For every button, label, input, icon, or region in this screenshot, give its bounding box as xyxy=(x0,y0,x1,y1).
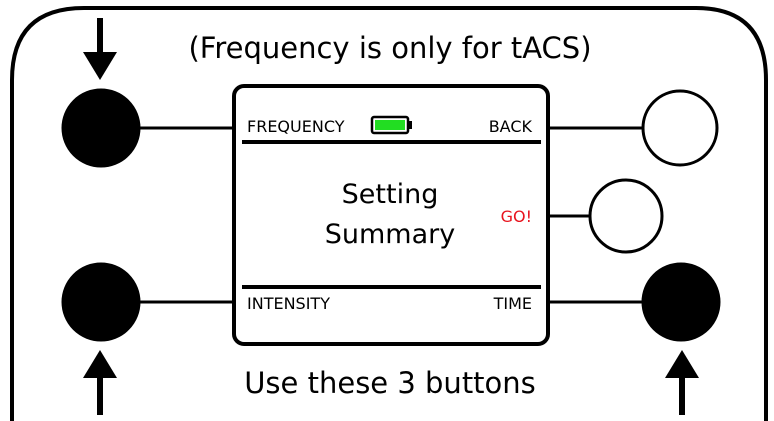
back-label: BACK xyxy=(489,117,533,136)
frequency-label: FREQUENCY xyxy=(247,117,345,136)
lcd-screen xyxy=(232,84,550,346)
frequency-button[interactable] xyxy=(61,88,141,168)
battery-full-icon xyxy=(370,115,412,135)
intensity-button[interactable] xyxy=(61,262,141,342)
arrow-up-icon xyxy=(83,350,117,415)
arrow-down-icon xyxy=(83,18,117,80)
summary-line-1: Setting xyxy=(342,179,439,210)
arrow-up-icon xyxy=(665,350,699,415)
time-button[interactable] xyxy=(641,262,721,342)
back-button[interactable] xyxy=(641,89,719,167)
go-button[interactable] xyxy=(588,178,664,254)
device-frame xyxy=(10,6,768,421)
intensity-label: INTENSITY xyxy=(247,294,330,313)
go-label: GO! xyxy=(501,207,532,226)
top-note: (Frequency is only for tACS) xyxy=(188,31,591,65)
bottom-note: Use these 3 buttons xyxy=(244,366,536,400)
summary-line-2: Summary xyxy=(325,219,455,250)
time-label: TIME xyxy=(493,294,532,313)
